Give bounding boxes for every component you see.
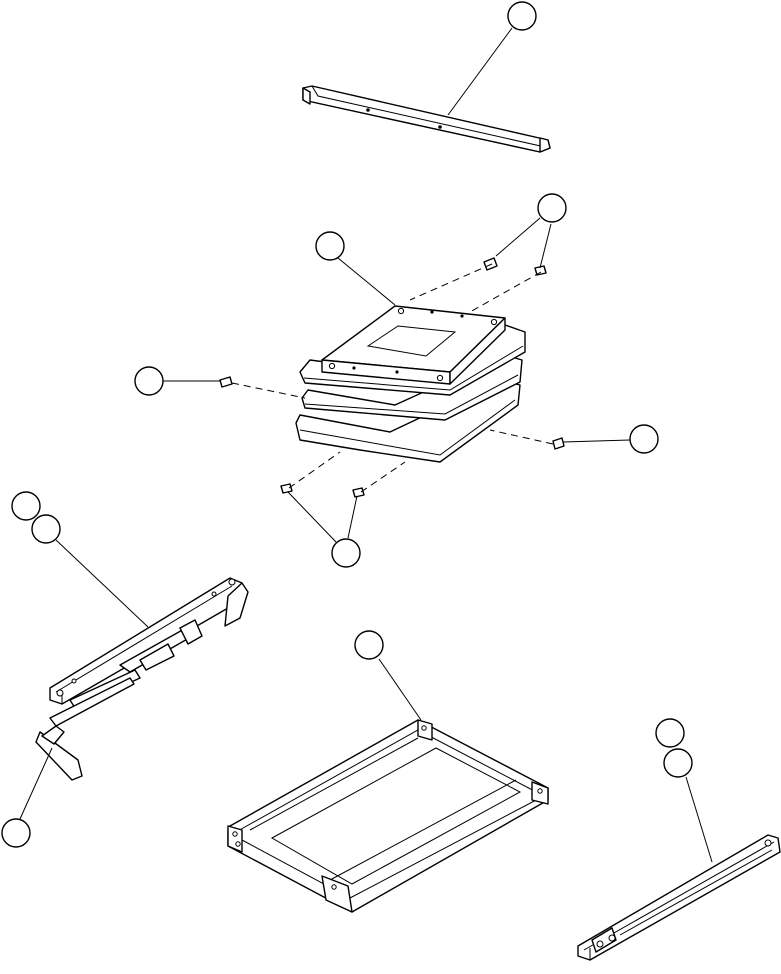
seat-suspension-bellows bbox=[295, 305, 526, 463]
callout-left-rail-a bbox=[11, 491, 41, 521]
callout-base-frame bbox=[354, 630, 384, 660]
callout-lever bbox=[1, 818, 31, 848]
leader-lines bbox=[19, 27, 713, 863]
top-bracket-bar bbox=[302, 85, 551, 153]
callout-right-rail-a bbox=[655, 718, 685, 748]
mounting-bolts bbox=[219, 257, 565, 498]
callout-suspension bbox=[315, 231, 345, 261]
right-slide-rail bbox=[577, 834, 781, 961]
callout-balloons bbox=[1, 1, 693, 848]
left-slide-rail bbox=[35, 577, 249, 781]
base-frame bbox=[227, 719, 549, 913]
callout-top-bolts bbox=[537, 193, 567, 223]
assembly-lines bbox=[231, 263, 554, 493]
callout-top-bracket bbox=[507, 1, 537, 31]
callout-bottom-bolts bbox=[331, 538, 361, 568]
callout-left-bolt bbox=[134, 366, 164, 396]
callout-right-rail-b bbox=[663, 748, 693, 778]
callout-left-rail-b bbox=[31, 514, 61, 544]
callout-right-bolt bbox=[629, 424, 659, 454]
